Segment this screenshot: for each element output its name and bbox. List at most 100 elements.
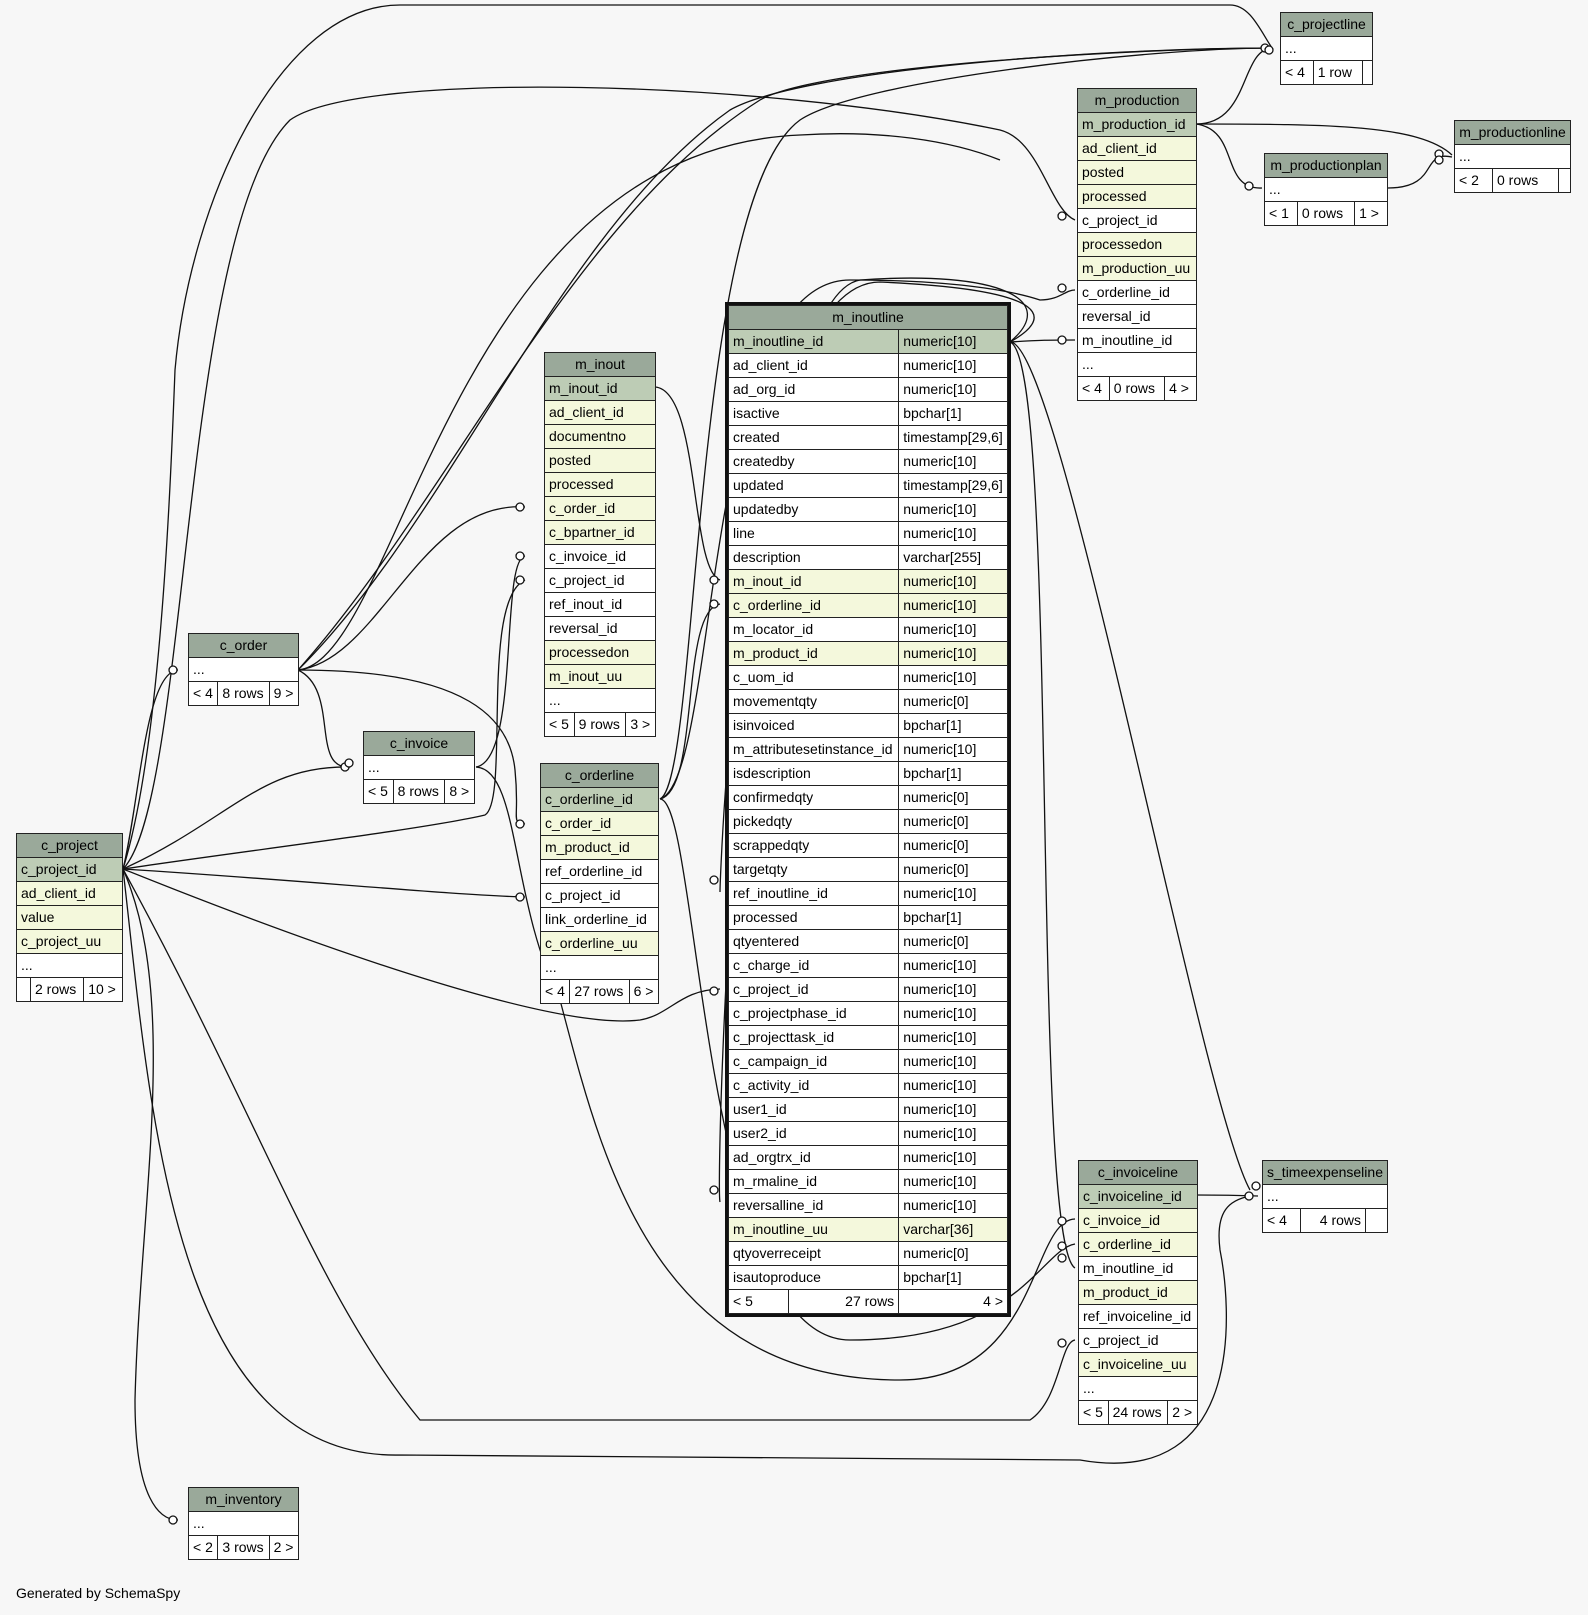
children-link[interactable]: 8 > xyxy=(444,779,475,804)
parents-link[interactable]: < 5 xyxy=(363,779,394,804)
column-c-orderline-id[interactable]: c_orderline_id xyxy=(1078,1232,1198,1257)
column-c-activity-id[interactable]: c_activity_id xyxy=(727,1073,900,1098)
column-c-projectphase-id[interactable]: c_projectphase_id xyxy=(727,1001,900,1026)
children-link[interactable]: 9 > xyxy=(268,681,300,706)
column-m-product-id[interactable]: m_product_id xyxy=(1078,1280,1198,1305)
table-m-productionplan[interactable]: m_productionplan ... < 1 0 rows 1 > xyxy=(1264,153,1388,226)
children-link[interactable]: 4 > xyxy=(1164,376,1197,401)
children-link[interactable]: 2 > xyxy=(268,1535,300,1560)
column-c-project-id[interactable]: c_project_id xyxy=(727,977,900,1002)
column-qtyoverreceipt[interactable]: qtyoverreceipt xyxy=(727,1241,900,1266)
column-posted[interactable]: posted xyxy=(1077,160,1197,185)
column-ad-client-id[interactable]: ad_client_id xyxy=(727,353,900,378)
column-m-inout-id[interactable]: m_inout_id xyxy=(544,376,656,401)
table-s-timeexpenseline[interactable]: s_timeexpenseline ... < 4 4 rows xyxy=(1262,1160,1388,1233)
column-createdby[interactable]: createdby xyxy=(727,449,900,474)
table-title[interactable]: s_timeexpenseline xyxy=(1262,1160,1388,1185)
parents-link[interactable]: < 2 xyxy=(187,1535,219,1560)
table-title[interactable]: c_orderline xyxy=(540,763,659,788)
parents-link[interactable]: < 4 xyxy=(539,979,571,1004)
children-link[interactable]: 10 > xyxy=(83,977,123,1002)
column-line[interactable]: line xyxy=(727,521,900,546)
column-processed[interactable]: processed xyxy=(727,905,900,930)
column-ad-client-id[interactable]: ad_client_id xyxy=(544,400,656,425)
children-link[interactable]: 6 > xyxy=(628,979,660,1004)
column-ad-org-id[interactable]: ad_org_id xyxy=(727,377,900,402)
parents-link[interactable]: < 5 xyxy=(728,1289,789,1314)
parents-link[interactable]: < 4 xyxy=(1262,1208,1301,1233)
table-m-productionline[interactable]: m_productionline ... < 2 0 rows xyxy=(1454,120,1571,193)
table-m-inout[interactable]: m_inout m_inout_id ad_client_id document… xyxy=(544,352,656,737)
children-link[interactable]: 2 > xyxy=(1167,1400,1198,1425)
column-isdescription[interactable]: isdescription xyxy=(727,761,900,786)
column-updated[interactable]: updated xyxy=(727,473,900,498)
table-title[interactable]: c_invoiceline xyxy=(1078,1160,1198,1185)
column-ref-inoutline-id[interactable]: ref_inoutline_id xyxy=(727,881,900,906)
children-link[interactable] xyxy=(1365,1208,1388,1233)
children-link[interactable]: 3 > xyxy=(625,712,656,737)
column-c-orderline-id[interactable]: c_orderline_id xyxy=(727,593,900,618)
table-title[interactable]: m_productionline xyxy=(1454,120,1571,145)
column-ref-invoiceline-id[interactable]: ref_invoiceline_id xyxy=(1078,1304,1198,1329)
column-c-project-id[interactable]: c_project_id xyxy=(1078,1328,1198,1353)
table-c-invoice[interactable]: c_invoice ... < 5 8 rows 8 > xyxy=(363,731,475,804)
parents-link[interactable]: < 4 xyxy=(1077,376,1110,401)
table-title[interactable]: m_production xyxy=(1077,88,1197,113)
parents-link[interactable]: < 4 xyxy=(187,681,219,706)
column-c-project-uu[interactable]: c_project_uu xyxy=(16,929,123,954)
column-m-inoutline-uu[interactable]: m_inoutline_uu xyxy=(727,1217,900,1242)
column-ref-orderline-id[interactable]: ref_orderline_id xyxy=(540,859,659,884)
children-link[interactable]: 1 > xyxy=(1354,201,1388,226)
table-title[interactable]: c_projectline xyxy=(1280,12,1373,37)
column-m-product-id[interactable]: m_product_id xyxy=(727,641,900,666)
table-c-invoiceline[interactable]: c_invoiceline c_invoiceline_id c_invoice… xyxy=(1078,1160,1198,1425)
column-c-project-id[interactable]: c_project_id xyxy=(1077,208,1197,233)
column-c-invoice-id[interactable]: c_invoice_id xyxy=(544,544,656,569)
column-isinvoiced[interactable]: isinvoiced xyxy=(727,713,900,738)
column-link-orderline-id[interactable]: link_orderline_id xyxy=(540,907,659,932)
column-c-charge-id[interactable]: c_charge_id xyxy=(727,953,900,978)
column-value[interactable]: value xyxy=(16,905,123,930)
table-c-project[interactable]: c_project c_project_id ad_client_id valu… xyxy=(16,833,123,1002)
column-description[interactable]: description xyxy=(727,545,900,570)
table-m-production[interactable]: m_production m_production_id ad_client_i… xyxy=(1077,88,1197,401)
column-m-locator-id[interactable]: m_locator_id xyxy=(727,617,900,642)
table-title[interactable]: c_order xyxy=(188,633,299,658)
column-ad-orgtrx-id[interactable]: ad_orgtrx_id xyxy=(727,1145,900,1170)
column-c-order-id[interactable]: c_order_id xyxy=(544,496,656,521)
column-movementqty[interactable]: movementqty xyxy=(727,689,900,714)
column-m-inoutline-id[interactable]: m_inoutline_id xyxy=(1077,328,1197,353)
column-c-orderline-id[interactable]: c_orderline_id xyxy=(540,787,659,812)
column-m-inoutline-id[interactable]: m_inoutline_id xyxy=(727,329,900,354)
column-m-inout-id[interactable]: m_inout_id xyxy=(727,569,900,594)
table-c-projectline[interactable]: c_projectline ... < 4 1 row xyxy=(1280,12,1374,85)
column-c-project-id[interactable]: c_project_id xyxy=(540,883,659,908)
column-c-project-id[interactable]: c_project_id xyxy=(544,568,656,593)
column-reversal-id[interactable]: reversal_id xyxy=(1077,304,1197,329)
column-documentno[interactable]: documentno xyxy=(544,424,656,449)
